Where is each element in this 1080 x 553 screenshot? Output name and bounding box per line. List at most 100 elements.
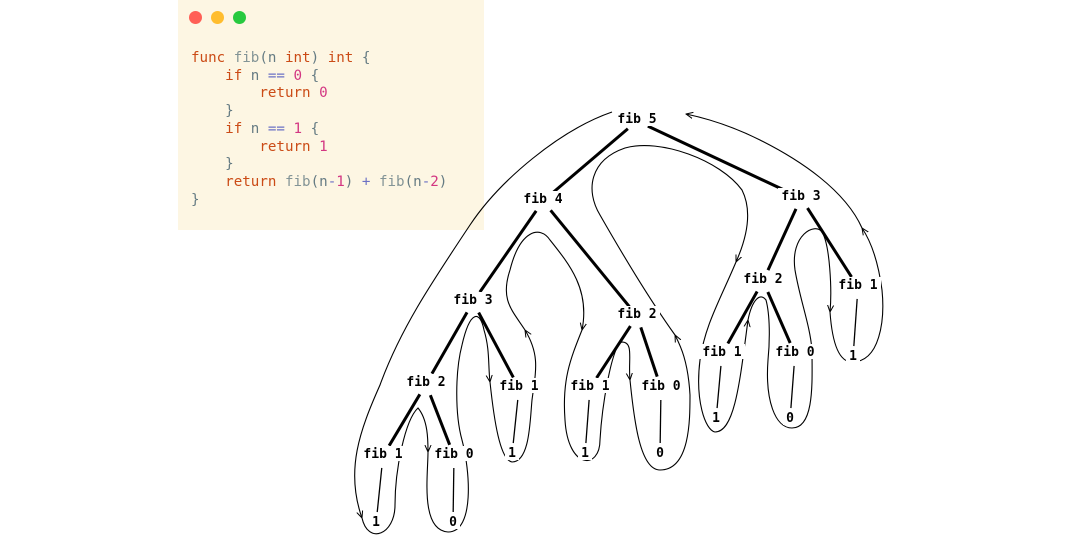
- code-token: {: [353, 50, 371, 66]
- code-token: }: [191, 191, 200, 208]
- traversal-path: [686, 114, 863, 229]
- code-token: (n: [310, 173, 328, 190]
- code-token: n: [242, 67, 268, 84]
- leaf-value-bg: [653, 445, 667, 460]
- code-token: if: [225, 120, 243, 137]
- tree-node: fib 1: [570, 379, 609, 394]
- code-token: return: [225, 173, 277, 190]
- leaf-edge: [585, 399, 590, 444]
- leaf-value: 0: [656, 446, 664, 461]
- tree-node-bg: [567, 378, 613, 393]
- tree-node: fib 2: [617, 307, 656, 322]
- close-button[interactable]: [189, 11, 202, 24]
- tree-node: fib 1: [838, 278, 877, 293]
- leaf-value-bg: [709, 410, 723, 425]
- code-token: (n: [404, 173, 422, 190]
- leaf-edge: [716, 365, 722, 409]
- tree-node: fib 1: [499, 379, 538, 394]
- traversal-path: [426, 315, 490, 533]
- traversal-path: [354, 111, 613, 518]
- tree-edge: [726, 290, 759, 345]
- leaf-edge: [790, 365, 795, 409]
- tree-node-bg: [638, 378, 684, 393]
- window-controls: [189, 11, 246, 24]
- tree-node-bg: [614, 111, 660, 126]
- code-line: }: [191, 192, 200, 208]
- leaf-edge: [659, 399, 662, 444]
- tree-node: fib 3: [781, 189, 820, 204]
- tree-node-bg: [496, 378, 542, 393]
- tree-node-bg: [431, 446, 477, 461]
- code-token: (n: [259, 50, 285, 66]
- code-token: fib: [233, 50, 260, 66]
- tree-node-bg: [740, 271, 786, 286]
- code-token: 1: [293, 120, 303, 137]
- code-token: 0: [319, 85, 328, 102]
- traversal-path: [698, 261, 748, 433]
- leaf-edge: [512, 399, 519, 444]
- code-line: if n == 1 {: [191, 121, 319, 137]
- code-token: int: [327, 50, 354, 66]
- tree-edge: [639, 326, 659, 378]
- tree-node-bg: [450, 292, 496, 307]
- code-token: fib: [378, 173, 405, 190]
- tree-edge: [477, 311, 515, 379]
- traversal-path: [747, 228, 831, 429]
- tree-edge: [428, 394, 452, 446]
- code-token: func: [191, 50, 226, 66]
- tree-node: fib 2: [406, 375, 445, 390]
- tree-node: fib 3: [453, 293, 492, 308]
- traversal-path: [489, 330, 537, 463]
- tree-node: fib 5: [617, 112, 656, 127]
- code-token: if: [225, 67, 243, 84]
- tree-edge: [595, 325, 632, 379]
- leaf-value-bg: [846, 348, 860, 363]
- tree-edge: [766, 208, 798, 271]
- maximize-button[interactable]: [233, 11, 246, 24]
- code-token: return: [259, 138, 311, 155]
- code-token: -: [421, 173, 431, 190]
- code-token: +: [361, 173, 371, 190]
- code-token: }: [191, 103, 234, 120]
- code-line: return 0: [191, 85, 328, 102]
- leaf-edge: [853, 298, 858, 347]
- tree-node-bg: [520, 191, 566, 206]
- code-token: return: [259, 85, 311, 102]
- leaf-value: 0: [786, 411, 794, 426]
- minimize-button[interactable]: [211, 11, 224, 24]
- tree-edge: [549, 209, 631, 308]
- code-token: {: [302, 120, 320, 137]
- leaf-value: 1: [849, 349, 857, 364]
- tree-node: fib 0: [775, 345, 814, 360]
- tree-edge: [387, 393, 422, 447]
- code-token: ): [310, 50, 328, 66]
- code-token: ==: [267, 120, 285, 137]
- leaf-value-bg: [578, 445, 592, 460]
- code-block: func fib(n int) int { if n == 0 { return…: [191, 50, 447, 209]
- code-token: ==: [267, 67, 285, 84]
- leaf-edge: [376, 467, 383, 513]
- code-line: return fib(n-1) + fib(n-2): [191, 174, 447, 190]
- code-token: ): [438, 173, 448, 190]
- code-token: 1: [319, 138, 328, 155]
- code-token: int: [284, 50, 311, 66]
- traversal-path: [505, 231, 584, 330]
- leaf-value-bg: [446, 514, 460, 529]
- tree-node-bg: [835, 277, 881, 292]
- tree-edge: [551, 127, 629, 195]
- traversal-path: [563, 329, 630, 461]
- code-token: fib: [284, 173, 311, 190]
- code-token: 2: [430, 173, 439, 190]
- traversal-path: [829, 228, 884, 363]
- code-line: func fib(n int) int {: [191, 50, 370, 66]
- leaf-value-bg: [505, 445, 519, 460]
- traversal-path: [629, 335, 691, 471]
- code-window: func fib(n int) int { if n == 0 { return…: [178, 0, 484, 230]
- code-token: }: [191, 156, 234, 173]
- tree-edge: [766, 291, 792, 344]
- tree-node: fib 2: [743, 272, 782, 287]
- tree-node-bg: [699, 344, 745, 359]
- tree-node: fib 4: [523, 192, 562, 207]
- code-line: return 1: [191, 138, 328, 155]
- tree-edge: [806, 207, 853, 278]
